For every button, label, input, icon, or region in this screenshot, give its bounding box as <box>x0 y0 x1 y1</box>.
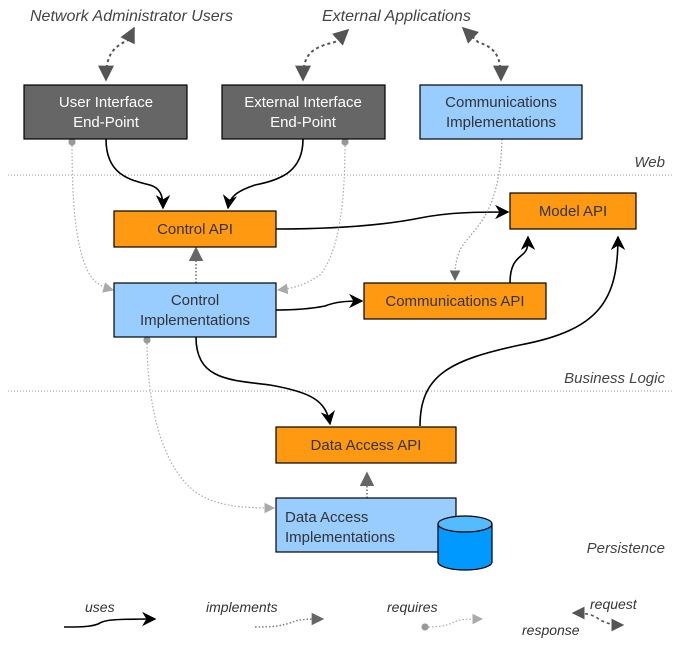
box-control-api: Control API <box>113 210 277 248</box>
box-label: Implementations <box>285 529 395 546</box>
uses-control-impl-to-data-access-api <box>195 336 335 426</box>
box-label: Communications API <box>385 293 524 310</box>
uses-data-access-api-to-model-api <box>419 235 626 427</box>
box-data-access-implementations: Data Access Implementations <box>275 497 457 553</box>
box-label: End-Point <box>270 114 337 131</box>
legend-label-response: response <box>522 622 580 638</box>
box-external-interface-endpoint: External Interface End-Point <box>221 84 386 140</box>
actor-network-admin-users: Network Administrator Users <box>30 8 233 25</box>
uses-control-api-to-model-api <box>275 204 510 230</box>
legend-label-uses: uses <box>85 599 115 615</box>
requires-external-to-control-impl <box>276 138 349 295</box>
box-label: Model API <box>539 203 607 220</box>
legend-requires-arrow <box>421 613 484 631</box>
box-communications-api: Communications API <box>363 282 547 320</box>
database-icon <box>437 515 493 571</box>
box-model-api: Model API <box>509 192 637 230</box>
legend-label-implements: implements <box>206 599 278 615</box>
legend-uses-arrow <box>63 611 157 628</box>
legend-label-request: request <box>590 596 638 612</box>
box-label: Communications <box>445 94 557 111</box>
request-arrow-external-endpoint <box>295 28 350 82</box>
box-label: Data Access <box>285 509 368 526</box>
requires-control-impl-to-data-access-impl <box>143 336 276 514</box>
legend-implements-arrow <box>254 612 325 628</box>
box-data-access-api: Data Access API <box>275 426 457 464</box>
actor-external-applications: External Applications <box>322 8 471 25</box>
box-label: Control <box>171 292 219 309</box>
box-label: User Interface <box>59 94 153 111</box>
box-user-interface-endpoint: User Interface End-Point <box>23 84 188 140</box>
layer-label-business-logic: Business Logic <box>564 370 665 387</box>
uses-communications-api-to-model-api <box>509 235 536 284</box>
layer-label-persistence: Persistence <box>587 540 665 557</box>
box-control-implementations: Control Implementations <box>113 282 277 338</box>
box-communications-implementations: Communications Implementations <box>419 84 583 140</box>
box-label: End-Point <box>73 114 140 131</box>
request-arrow-ui-endpoint <box>98 26 135 82</box>
box-label: Data Access API <box>311 437 422 454</box>
requires-ui-to-control-impl <box>68 138 115 293</box>
implements-communications <box>449 138 503 282</box>
box-label: External Interface <box>244 94 362 111</box>
uses-external-to-control-api <box>222 138 304 210</box>
legend-request-response-arrow <box>571 606 625 632</box>
box-label: Implementations <box>140 312 250 329</box>
uses-ui-to-control-api <box>105 138 171 210</box>
legend: uses implements requires request respons… <box>63 596 638 638</box>
request-arrow-communications-impl <box>461 26 509 82</box>
uses-control-impl-to-communications-api <box>275 293 364 311</box>
box-label: Implementations <box>446 114 556 131</box>
legend-label-requires: requires <box>387 599 438 615</box>
box-label: Control API <box>157 221 233 238</box>
layer-label-web: Web <box>634 154 665 171</box>
